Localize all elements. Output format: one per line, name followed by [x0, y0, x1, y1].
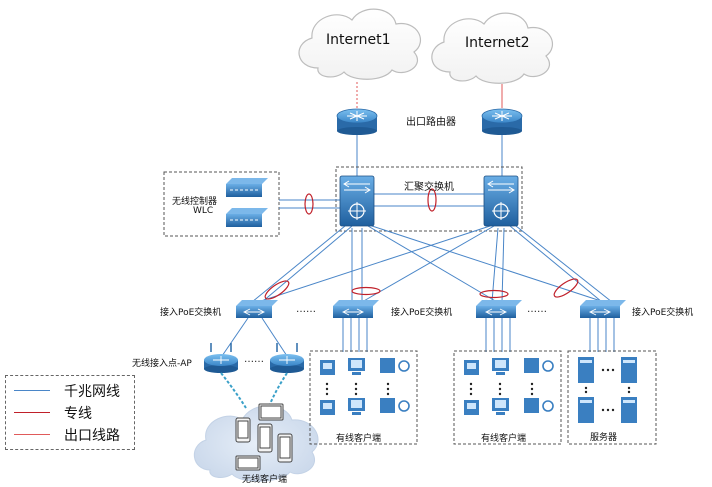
legend-swatch-leased [14, 412, 50, 413]
wired-clients-label-1: 有线客户端 [336, 434, 382, 444]
access-poe-switch-label-1: 接入PoE交换机 [160, 308, 222, 318]
agg-access-links [251, 225, 613, 303]
wireless-client-devices [235, 403, 293, 471]
wlc-label-line1: 无线控制器 [172, 197, 218, 207]
aggregation-switch-1 [339, 175, 375, 227]
wired-client-icons-1 [320, 358, 410, 415]
switch-ellipsis-1: …… [296, 304, 316, 315]
wireless-links [220, 372, 288, 409]
wlc-group-box [163, 171, 280, 237]
legend-label-leased: 专线 [64, 406, 92, 422]
egress-router-2 [481, 108, 523, 135]
wlc-device-1 [226, 178, 268, 197]
egress-router-1 [336, 108, 378, 135]
aggregation-switch-2 [483, 175, 519, 227]
aggregation-switch-label: 汇聚交换机 [404, 182, 454, 193]
access-down-links [221, 317, 615, 357]
legend: 千兆网线 专线 出口线路 [5, 375, 135, 450]
agg-link-bundle [427, 188, 437, 212]
wired-clients-label-2: 有线客户端 [481, 434, 527, 444]
legend-item-gigabit: 千兆网线 [14, 380, 134, 400]
ap-ellipsis: …… [244, 354, 264, 365]
internet2-cloud [431, 12, 553, 84]
access-switch-2 [333, 300, 379, 318]
legend-label-gigabit: 千兆网线 [64, 384, 120, 400]
access-poe-switch-label-2: 接入PoE交换机 [391, 308, 453, 318]
wlc-link-bundle [304, 193, 314, 215]
wired-client-icons-2 [464, 358, 554, 415]
server-group [567, 350, 657, 445]
access-poe-switch-label-3: 接入PoE交换机 [632, 308, 694, 318]
access-bundle-3 [479, 289, 509, 299]
wlc-device-2 [226, 208, 268, 227]
access-bundle-4 [553, 278, 579, 298]
access-bundle-1 [264, 280, 290, 300]
wireless-ap-1 [204, 343, 238, 373]
aggregation-group-box [335, 166, 523, 232]
servers-label: 服务器 [590, 433, 618, 443]
wireless-clients-label: 无线客户端 [242, 475, 288, 485]
internet2-label: Internet2 [465, 35, 530, 51]
wlc-label-line2: WLC [193, 206, 214, 216]
legend-swatch-gigabit [14, 390, 50, 391]
internet1-label: Internet1 [326, 32, 391, 48]
access-switch-3 [476, 300, 522, 318]
legend-swatch-egress [14, 434, 50, 435]
legend-item-egress: 出口线路 [14, 424, 134, 444]
legend-item-leased: 专线 [14, 402, 134, 422]
access-switch-4 [580, 300, 626, 318]
switch-ellipsis-2: …… [527, 304, 547, 315]
server-icons [578, 357, 637, 423]
egress-router-label: 出口路由器 [406, 117, 456, 128]
internet1-cloud [298, 8, 421, 80]
access-switch-1 [236, 300, 278, 318]
wireless-ap-2 [270, 343, 304, 373]
wireless-ap-label: 无线接入点-AP [132, 359, 192, 369]
access-bundle-2 [351, 286, 381, 296]
legend-label-egress: 出口线路 [64, 428, 120, 444]
